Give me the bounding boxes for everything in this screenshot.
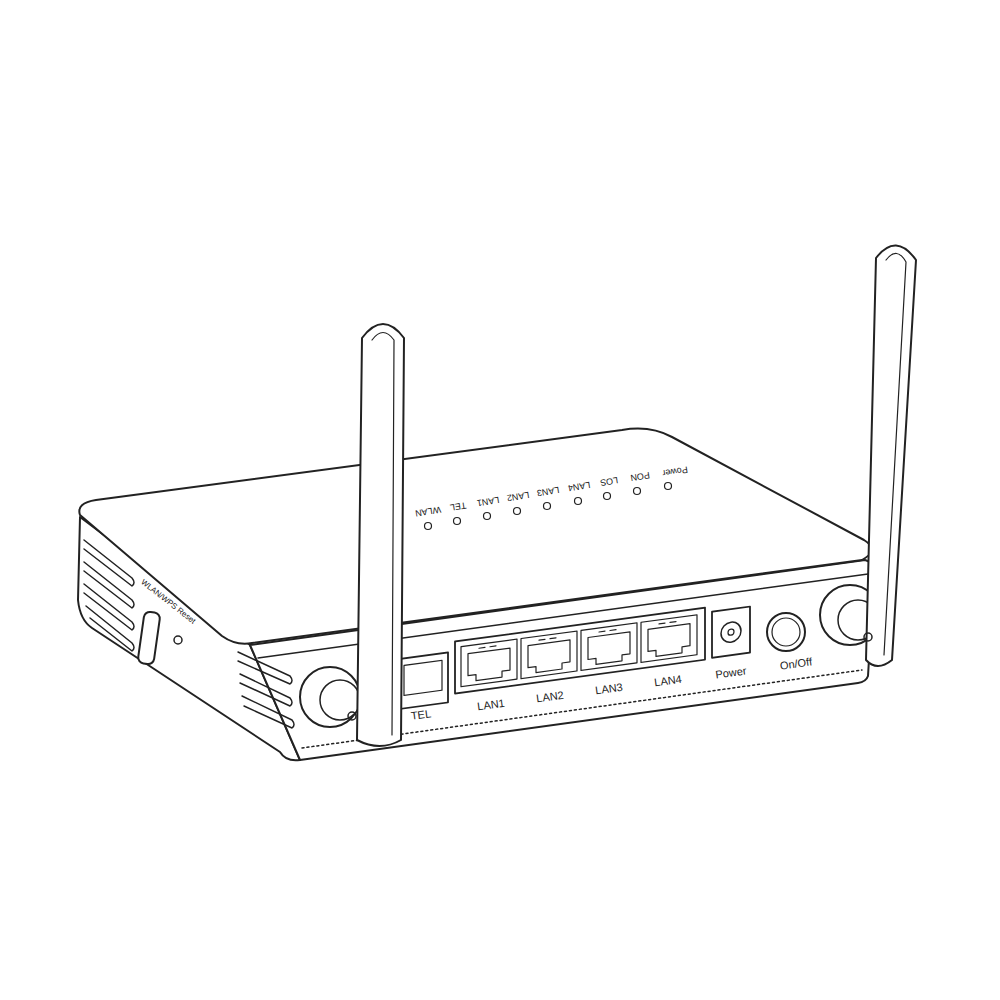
led-dots [425,483,672,530]
port-panel [398,602,750,710]
led-label: TEL [449,500,467,511]
led-label: LOS [599,475,618,487]
top-surface [79,429,871,644]
vents [84,540,294,728]
antenna-left [300,324,404,746]
antenna-right [820,245,916,666]
reset-hole [174,636,182,644]
power-switch [767,613,805,651]
power-switch-inner [772,618,800,646]
led-label: PON [630,470,651,482]
wps-button [137,611,160,665]
